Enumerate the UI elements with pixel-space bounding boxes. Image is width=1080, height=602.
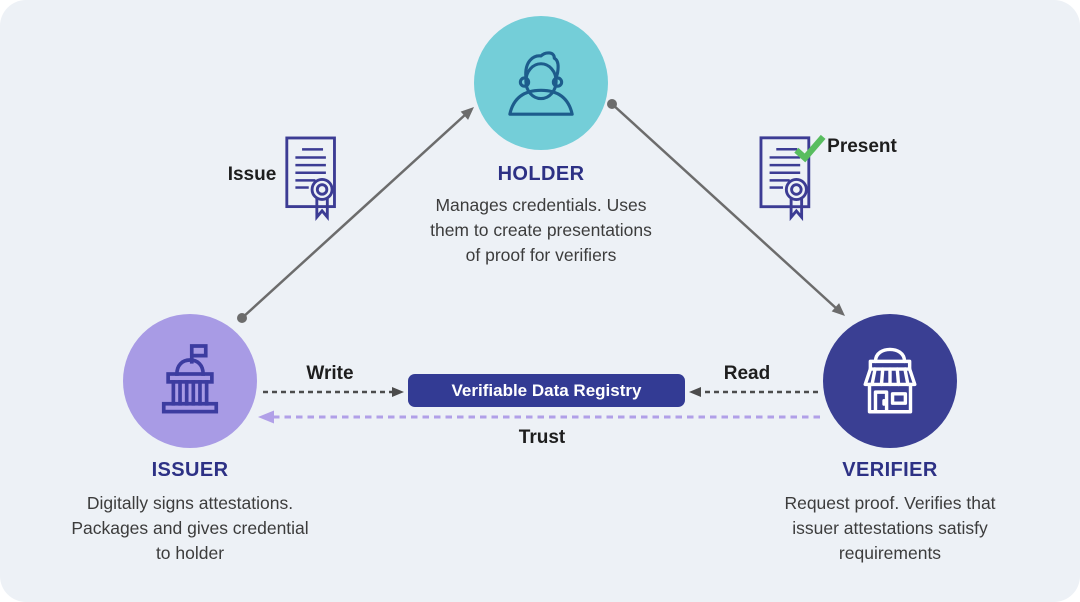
green-check-icon <box>794 134 826 163</box>
issue-edge-label: Issue <box>227 164 277 185</box>
read-edge-label: Read <box>723 363 771 384</box>
present-edge-label: Present <box>827 136 897 157</box>
holder-node <box>474 16 608 150</box>
read-arrow <box>689 387 818 397</box>
verifier-label: VERIFIER <box>842 459 938 481</box>
government-building-icon <box>161 344 219 414</box>
write-arrow <box>263 387 404 397</box>
verifier-node <box>823 314 957 448</box>
trust-edge-label: Trust <box>518 427 566 448</box>
certificate-icon <box>285 136 336 221</box>
certificate-check-icon <box>759 134 826 222</box>
person-icon <box>508 51 574 116</box>
trust-arrow <box>258 410 820 424</box>
issuer-label: ISSUER <box>151 459 229 481</box>
holder-label: HOLDER <box>497 163 585 185</box>
holder-description: Manages credentials. Uses them to create… <box>430 195 652 265</box>
write-edge-label: Write <box>306 363 354 384</box>
verifier-description: Request proof. Verifies that issuer atte… <box>784 493 996 563</box>
issuer-node <box>123 314 257 448</box>
verifiable-data-registry: Verifiable Data Registry <box>408 374 685 407</box>
storefront-icon <box>863 347 917 414</box>
issuer-description: Digitally signs attestations. Packages a… <box>71 493 309 563</box>
